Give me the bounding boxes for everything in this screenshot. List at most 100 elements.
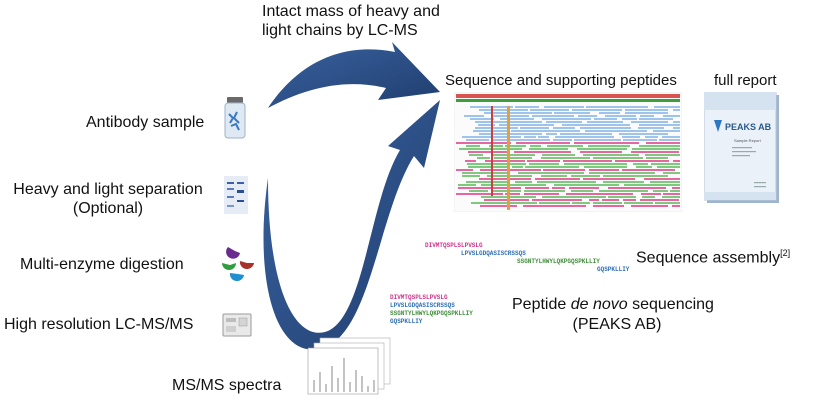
coverage-segment [593,202,622,204]
coverage-segment [640,199,679,201]
intact-mass-label-line1: Intact mass of heavy and [262,3,440,20]
coverage-segment [578,115,597,117]
coverage-segment [477,157,490,159]
coverage-segment [552,187,565,189]
coverage-segment [515,181,532,183]
coverage-segment [571,190,593,192]
coverage-segment [571,175,600,177]
denovo-peptide-4: GQSPKLLIY [390,318,423,325]
coverage-segment [542,118,591,120]
coverage-segment [525,187,549,189]
coverage-segment [603,181,644,183]
assembly-peptide-4: GQSPKLLIY [597,266,630,273]
coverage-segment [555,136,614,138]
coverage-segment [653,130,680,132]
coverage-segment [574,142,639,144]
arrow-intact-mass [268,42,440,108]
coverage-segment [541,157,590,159]
coverage-segment [479,133,542,135]
coverage-segment [645,136,658,138]
coverage-segment [631,121,668,123]
coverage-segment [599,112,620,114]
coverage-segment [485,160,525,162]
assembly-peptide-2: LPVSLGDQASISCRSSQS [461,250,526,257]
coverage-segment [673,121,680,123]
coverage-segment [673,127,680,129]
denovo-peptides: DIVMTQSPLSLPVSLG LPVSLGDQASISCRSSQS SSGN… [390,294,500,328]
coverage-segment [554,112,590,114]
coverage-segment [659,139,680,141]
coverage-segment [539,202,570,204]
coverage-segment [547,145,583,147]
coverage-segment [479,109,528,111]
coverage-segment [625,109,668,111]
assembly-peptide-1: DIVMTQSPLSLPVSLG [425,242,483,249]
coverage-segment [605,115,636,117]
coverage-segment [478,124,495,126]
coverage-segment [546,121,582,123]
coverage-segment [520,127,549,129]
coverage-segment [466,139,489,141]
coverage-segment [512,166,523,168]
coverage-segment [494,157,532,159]
coverage-segment [530,109,569,111]
coverage-segment [532,199,582,201]
coverage-segment [467,163,526,165]
coverage-segment [639,124,680,126]
assembly-peptide-3: SSGNTYLHWYLQKPGQSPKLLIY [517,258,600,265]
denovo-prefix: Peptide [512,296,571,313]
coverage-segment [572,202,590,204]
coverage-segment [541,175,567,177]
coverage-segment [633,163,648,165]
coverage-segment [566,193,633,195]
coverage-segment [546,133,557,135]
coverage-segment [525,166,579,168]
coverage-segment [602,199,619,201]
coverage-segment [577,148,627,150]
coverage-segment [542,196,606,198]
sequence-peptides-label: Sequence and supporting peptides [445,72,677,89]
coverage-segment [523,205,586,207]
coverage-segment [462,175,480,177]
sequence-assembly-text: Sequence assembly [636,249,781,267]
coverage-segment [518,172,584,174]
coverage-segment [615,160,669,162]
coverage-segment [515,106,539,108]
coverage-segment [538,136,549,138]
sequence-coverage-panel [454,92,682,212]
coverage-segment [516,142,570,144]
coverage-segment [493,115,529,117]
coverage-segment [471,202,537,204]
coverage-segment [624,202,653,204]
coverage-segment [481,184,546,186]
coverage-segment [587,121,623,123]
coverage-segment [622,169,675,171]
coverage-segment [584,166,627,168]
coverage-segment [672,187,680,189]
coverage-segment [662,136,680,138]
coverage-segment [651,163,680,165]
coverage-segment [574,139,621,141]
coverage-segment [530,145,541,147]
coverage-segment [524,190,565,192]
coverage-segment [458,184,476,186]
coverage-segment [569,187,599,189]
coverage-segment [594,118,617,120]
coverage-segment [480,169,541,171]
coverage-segment [655,202,680,204]
coverage-segment [641,193,661,195]
coverage-segment [580,127,631,129]
denovo-label-line2: (PEAKS AB) [572,316,662,333]
digestion-label: Multi-enzyme digestion [20,256,184,273]
coverage-segment [663,193,680,195]
coverage-segment [466,181,509,183]
coverage-segment [456,193,503,195]
coverage-segment [554,184,619,186]
coverage-segment [475,127,518,129]
coverage-segment [622,136,640,138]
coverage-segment [493,139,550,141]
coverage-segment [484,199,529,201]
msms-spectra-icon [307,337,391,395]
coverage-segment [529,163,559,165]
